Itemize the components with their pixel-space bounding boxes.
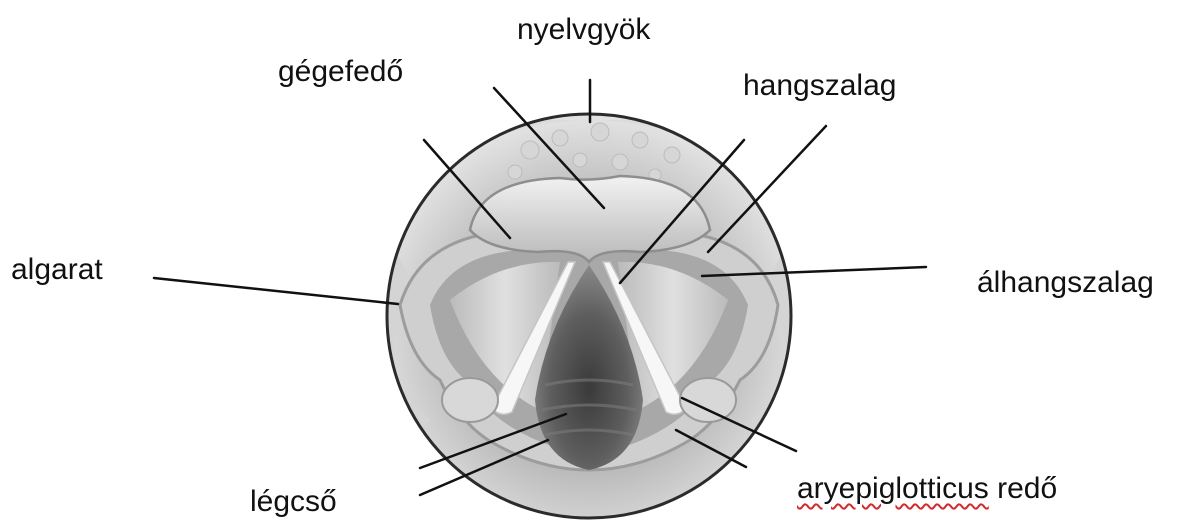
label-nyelvgyok: nyelvgyök (517, 15, 650, 45)
label-aryepiglotticus-word: aryepiglotticus (797, 472, 989, 505)
label-legcso: légcső (250, 487, 337, 517)
label-aryepiglotticus: aryepiglotticus redő (797, 474, 1057, 504)
larynx-illustration (370, 114, 810, 518)
leader-line-algarat (154, 278, 398, 304)
label-algarat: algarat (11, 255, 103, 285)
label-aryepiglotticus-tail: redő (989, 472, 1057, 505)
label-alhangszalag: álhangszalag (977, 268, 1154, 298)
label-hangszalag: hangszalag (743, 71, 896, 101)
label-gegefedo: gégefedő (278, 57, 403, 87)
